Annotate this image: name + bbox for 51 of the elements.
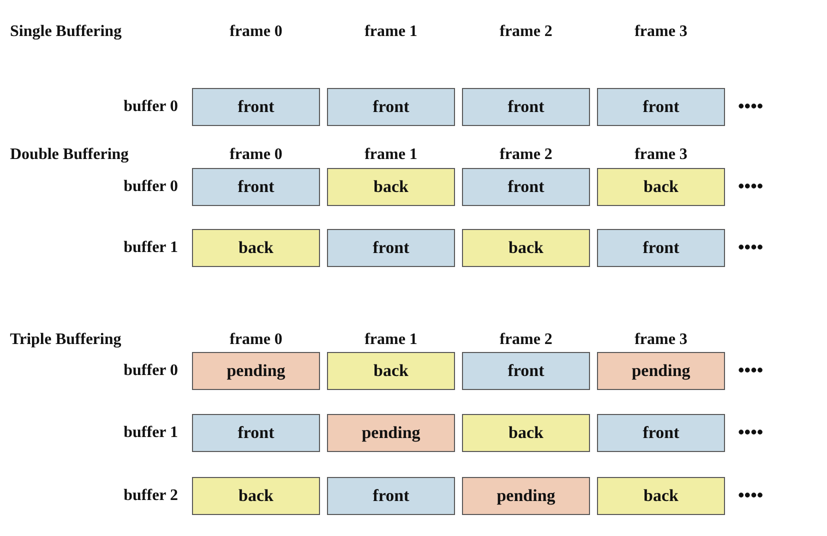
buffer-state-cell: front — [462, 168, 590, 206]
buffer-state-cell: back — [327, 168, 455, 206]
buffer-state-cell: front — [462, 88, 590, 126]
buffer-state-cell: front — [327, 229, 455, 267]
column-header: frame 1 — [364, 145, 418, 165]
buffer-state-cell: front — [327, 88, 455, 126]
buffer-state-cell: pending — [192, 352, 320, 390]
column-header: frame 3 — [634, 22, 688, 42]
buffer-state-cell: back — [597, 168, 725, 206]
buffer-state-cell: front — [192, 168, 320, 206]
section-heading: Single Buffering — [10, 22, 122, 42]
buffer-state-cell: back — [192, 477, 320, 515]
buffer-state-cell: back — [327, 352, 455, 390]
continuation-dots: •••• — [738, 237, 764, 257]
column-header: frame 2 — [498, 145, 554, 165]
section-heading: Double Buffering — [10, 145, 129, 165]
row-label: buffer 2 — [122, 486, 178, 506]
buffer-state-cell: back — [462, 229, 590, 267]
column-header: frame 0 — [228, 22, 284, 42]
row-label: buffer 1 — [122, 238, 178, 258]
buffer-state-cell: front — [597, 414, 725, 452]
buffer-state-cell: front — [192, 414, 320, 452]
buffer-state-cell: front — [462, 352, 590, 390]
column-header: frame 2 — [498, 330, 554, 350]
row-label: buffer 1 — [122, 423, 178, 443]
column-header: frame 1 — [364, 330, 418, 350]
buffer-state-cell: back — [597, 477, 725, 515]
buffer-state-cell: pending — [597, 352, 725, 390]
continuation-dots: •••• — [738, 96, 764, 116]
column-header: frame 3 — [634, 145, 688, 165]
row-label: buffer 0 — [122, 177, 178, 197]
column-header: frame 0 — [228, 145, 284, 165]
row-label: buffer 0 — [122, 361, 178, 381]
section-heading: Triple Buffering — [10, 330, 122, 350]
continuation-dots: •••• — [738, 360, 764, 380]
column-header: frame 2 — [498, 22, 554, 42]
continuation-dots: •••• — [738, 176, 764, 196]
buffer-state-cell: front — [597, 229, 725, 267]
continuation-dots: •••• — [738, 485, 764, 505]
buffer-state-cell: front — [327, 477, 455, 515]
row-label: buffer 0 — [122, 97, 178, 117]
buffer-state-cell: back — [192, 229, 320, 267]
buffer-state-cell: pending — [462, 477, 590, 515]
buffer-state-cell: front — [597, 88, 725, 126]
column-header: frame 3 — [634, 330, 688, 350]
buffer-state-cell: pending — [327, 414, 455, 452]
continuation-dots: •••• — [738, 422, 764, 442]
column-header: frame 1 — [364, 22, 418, 42]
column-header: frame 0 — [228, 330, 284, 350]
buffer-state-cell: front — [192, 88, 320, 126]
buffer-state-cell: back — [462, 414, 590, 452]
